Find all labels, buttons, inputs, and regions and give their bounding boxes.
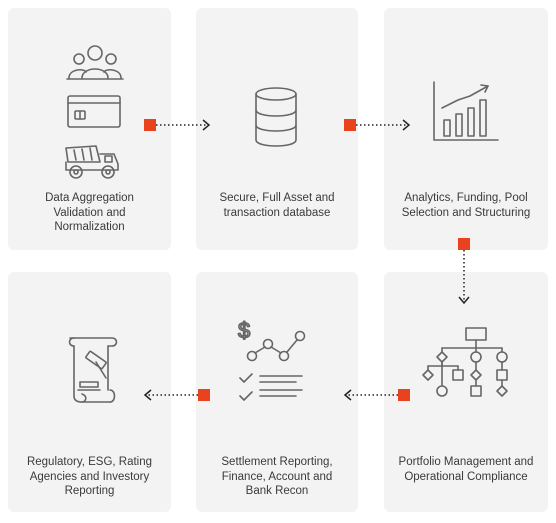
step-card-analytics: Analytics, Funding, Pool Selection and S… [384,8,548,250]
svg-text:$: $ [238,318,250,343]
database-icon [255,87,297,147]
label-line: Regulatory, ESG, Rating [26,456,153,468]
label-line: Operational Compliance [404,470,528,483]
step-label-aggregation: Data Aggregation Validation and Normaliz… [14,191,165,235]
step-label-database: Secure, Full Asset and transaction datab… [202,191,352,220]
step-label-analytics: Analytics, Funding, Pool Selection and S… [390,191,542,220]
label-line: Normalization [54,221,125,233]
label-line: Settlement Reporting, [221,456,333,468]
label-line: Portfolio Management and [398,456,534,468]
step-card-settlement: $ Settlement Reporting, Finance, Account… [196,272,358,512]
step-label-settlement: Settlement Reporting, Finance, Account a… [202,455,352,499]
dump-truck-icon [65,145,119,179]
label-line: Reporting [64,485,115,497]
label-line: Agencies and Investory [29,470,150,483]
label-line: Analytics, Funding, Pool [404,192,528,204]
bar-chart-trend-icon [433,81,499,141]
step-card-portfolio: Portfolio Management and Operational Com… [384,272,548,512]
step-label-portfolio: Portfolio Management and Operational Com… [390,455,542,484]
label-line: Data Aggregation [45,192,134,204]
step-card-aggregation: Data Aggregation Validation and Normaliz… [8,8,171,250]
people-icon [66,45,124,80]
label-line: Finance, Account and [221,470,333,483]
label-line: Validation and [53,206,126,219]
step-card-database: Secure, Full Asset and transaction datab… [196,8,358,250]
flowchart-icon [422,327,508,397]
gavel-scroll-icon [68,337,118,403]
step-label-regulatory: Regulatory, ESG, Rating Agencies and Inv… [14,455,165,499]
credit-card-icon [67,95,121,128]
step-card-regulatory: Regulatory, ESG, Rating Agencies and Inv… [8,272,171,512]
dollar-chart-checklist-icon: $ [237,317,306,401]
label-line: Secure, Full Asset and [219,192,335,204]
label-line: transaction database [223,206,331,219]
label-line: Selection and Structuring [401,206,531,219]
label-line: Bank Recon [245,485,309,497]
